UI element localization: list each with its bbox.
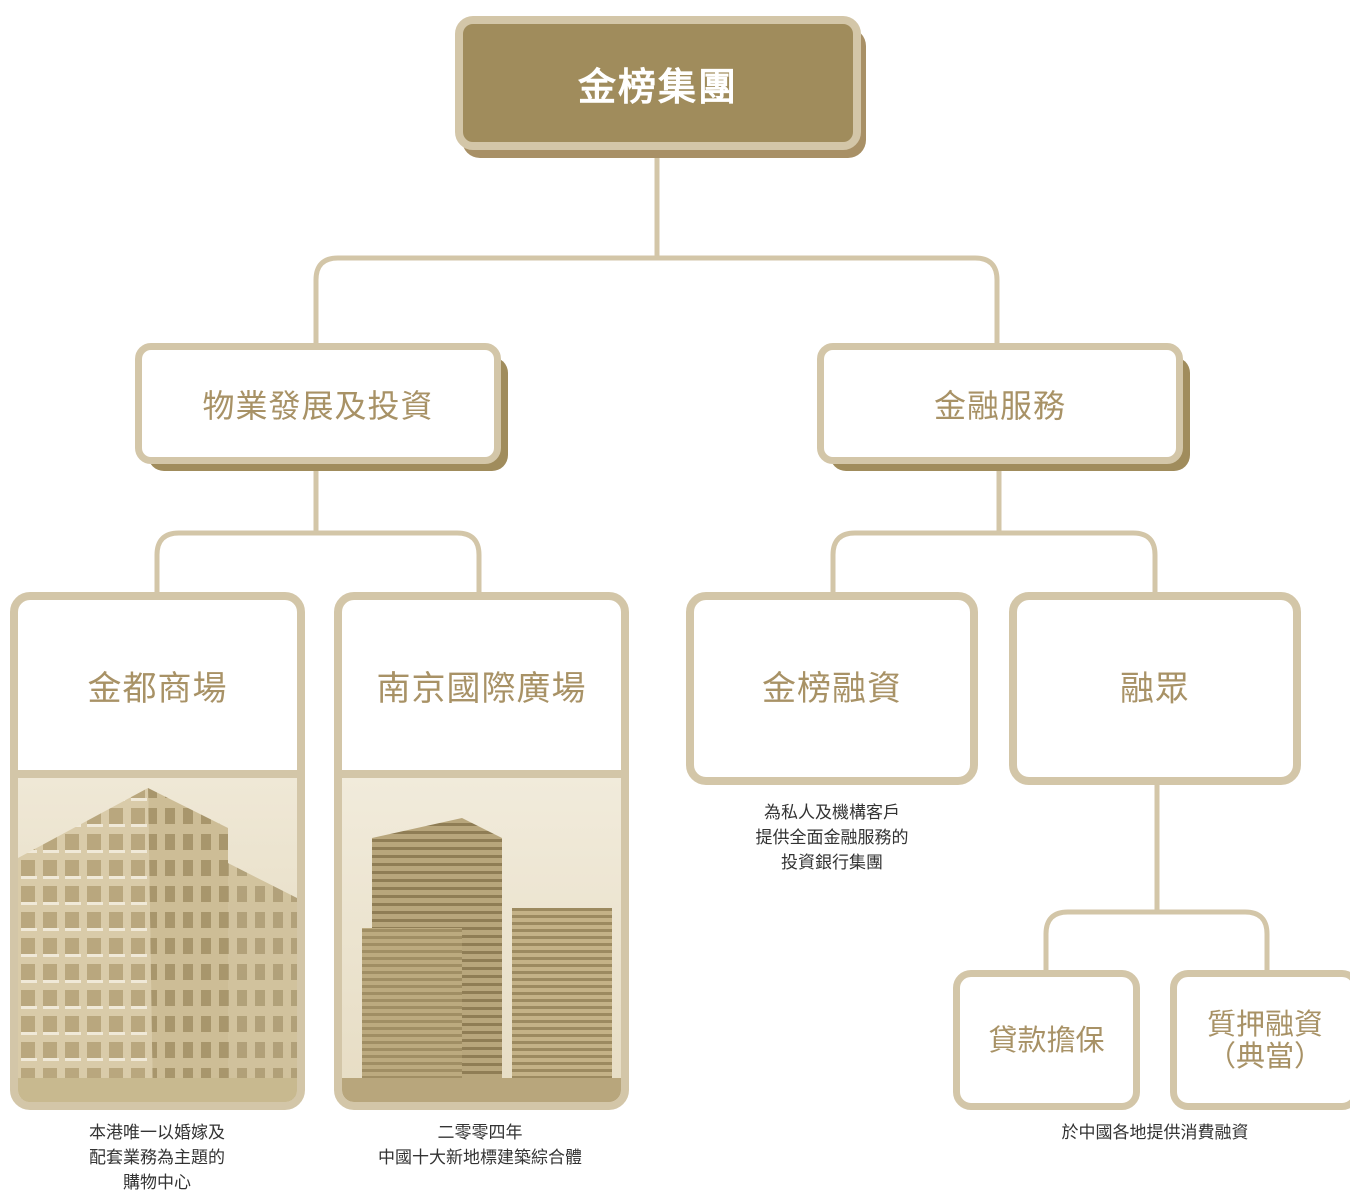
division-node-property: 物業發展及投資 (135, 343, 501, 464)
building-photo (342, 770, 621, 1102)
caption-line: 投資銀行集團 (781, 853, 883, 873)
tower-building-image (342, 778, 621, 1102)
subsidiary-node-mall: 金都商場 (10, 592, 305, 1110)
subsidiary-node-financing: 金榜融資 (686, 592, 978, 785)
service-label: 質押融資 (1206, 1007, 1323, 1041)
apartment-building-image (18, 778, 297, 1102)
caption-services: 於中國各地提供消費融資 (1005, 1121, 1305, 1146)
root-node: 金榜集團 (455, 16, 861, 150)
caption-plaza: 二零零四年 中國十大新地標建築綜合體 (330, 1121, 630, 1171)
caption-line: 配套業務為主題的 (89, 1148, 225, 1168)
caption-financing: 為私人及機構客戶 提供全面金融服務的 投資銀行集團 (712, 801, 952, 876)
caption-mall: 本港唯一以婚嫁及 配套業務為主題的 購物中心 (37, 1121, 277, 1196)
root-label: 金榜集團 (577, 64, 738, 109)
service-label: 貸款擔保 (988, 1023, 1105, 1057)
caption-line: 本港唯一以婚嫁及 (89, 1123, 225, 1143)
division-label: 金融服務 (933, 386, 1066, 425)
caption-line: 二零零四年 (437, 1123, 523, 1143)
division-label: 物業發展及投資 (202, 386, 434, 425)
subsidiary-label: 金榜融資 (762, 668, 902, 709)
service-label-sub: （典當） (1206, 1039, 1323, 1073)
subsidiary-label: 融眾 (1120, 668, 1190, 709)
caption-line: 購物中心 (123, 1173, 191, 1193)
subsidiary-node-rongzhong: 融眾 (1009, 592, 1301, 785)
caption-line: 中國十大新地標建築綜合體 (378, 1148, 582, 1168)
caption-line: 為私人及機構客戶 (764, 803, 900, 823)
service-node-loan-guarantee: 貸款擔保 (953, 970, 1140, 1110)
subsidiary-label: 金都商場 (87, 668, 228, 709)
caption-line: 提供全面金融服務的 (755, 828, 909, 848)
building-photo (18, 770, 297, 1102)
caption-line: 於中國各地提供消費融資 (1061, 1123, 1249, 1143)
subsidiary-label: 南京國際廣場 (376, 668, 587, 709)
division-node-finance: 金融服務 (817, 343, 1183, 464)
service-node-pledge-financing: 質押融資 （典當） (1170, 970, 1350, 1110)
subsidiary-node-plaza: 南京國際廣場 (334, 592, 629, 1110)
